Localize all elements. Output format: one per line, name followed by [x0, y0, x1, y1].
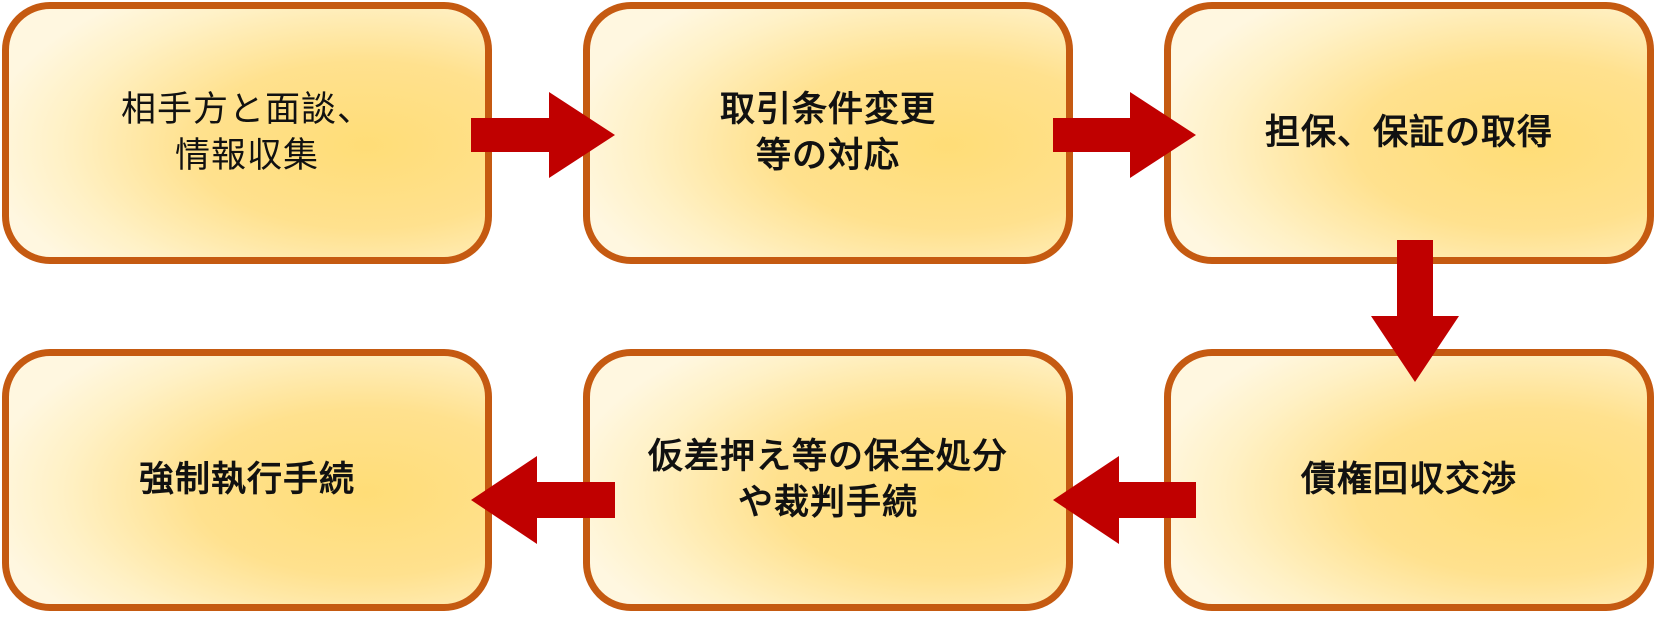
- step-5-box: 仮差押え等の保全処分 や裁判手続: [583, 349, 1073, 611]
- arrow-down-icon: [1371, 240, 1459, 382]
- step-6-label: 強制執行手続: [138, 460, 355, 500]
- step-2-label: 取引条件変更 等の対応: [719, 90, 936, 176]
- step-1-label: 相手方と面談、 情報収集: [120, 90, 373, 176]
- step-3-label: 担保、保証の取得: [1264, 113, 1553, 153]
- arrow-left-1-icon: [1053, 456, 1196, 544]
- arrow-right-1-icon: [471, 92, 615, 178]
- step-6-box: 強制執行手続: [2, 349, 492, 611]
- step-4-box: 債権回収交渉: [1164, 349, 1654, 611]
- step-4-label: 債権回収交渉: [1300, 460, 1517, 500]
- arrow-left-2-icon: [471, 456, 615, 544]
- arrow-right-2-icon: [1053, 92, 1196, 178]
- step-5-label: 仮差押え等の保全処分 や裁判手続: [647, 437, 1008, 523]
- step-1-box: 相手方と面談、 情報収集: [2, 2, 492, 264]
